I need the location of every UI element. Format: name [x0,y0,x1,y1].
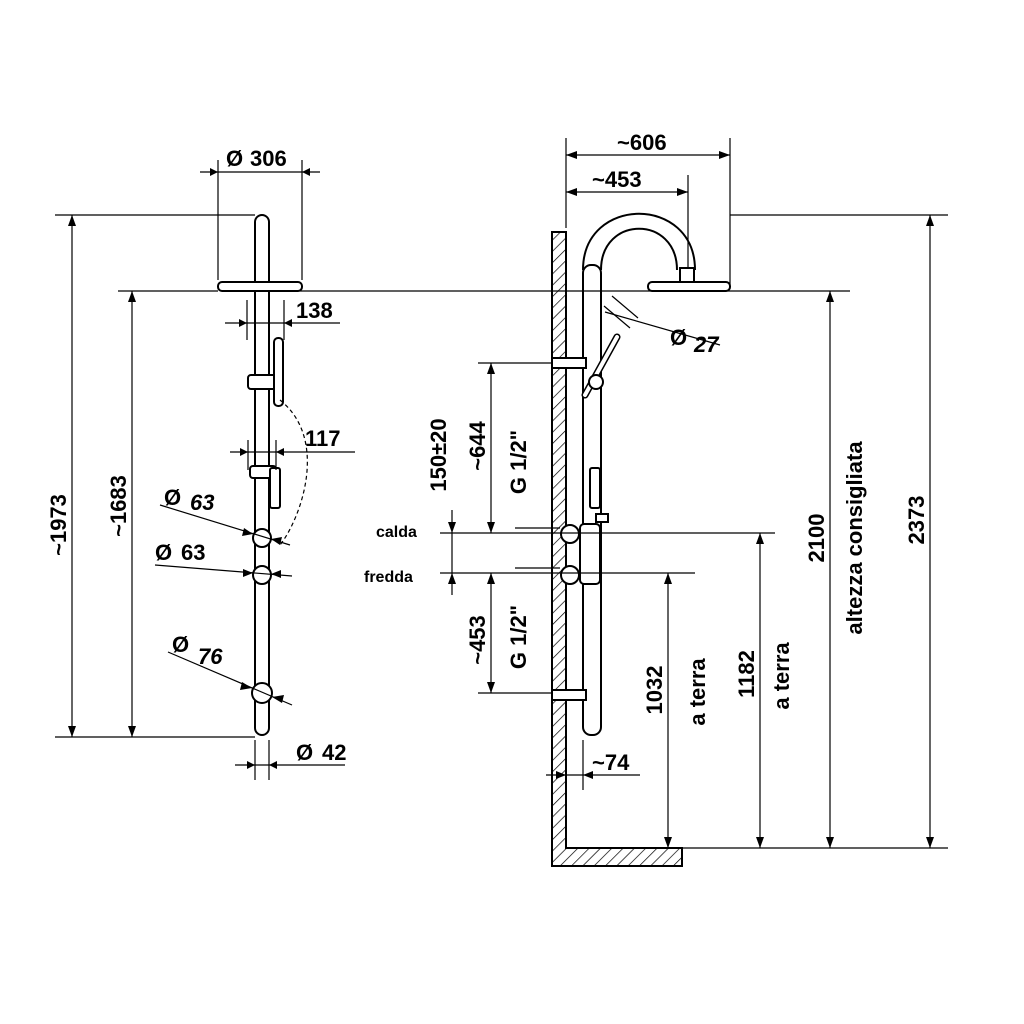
front-hand-shower-holder [247,374,277,390]
wall-bracket-top [551,357,587,369]
dim-150: 150±20 [426,418,451,491]
diameter-symbol: Ø [164,485,181,510]
diameter-symbol: Ø [670,325,687,350]
dim-306: 306 [250,146,287,171]
side-arm [582,212,696,271]
dim-74: ~74 [592,750,630,775]
dim-453-top: ~453 [592,167,642,192]
dim-138: 138 [296,298,333,323]
front-mixer-top [252,528,272,548]
side-view: ~606 ~453 Ø 27 150±20 ~644 G 1/2" ca [291,130,948,867]
dim-63-top: 63 [190,490,214,515]
dim-2100: 2100 [804,514,829,563]
dim-1182: 1182 [734,650,759,698]
side-mixer-body [579,523,601,585]
dim-644: ~644 [465,420,490,470]
front-mixer-bottom [252,565,272,585]
label-fredda: fredda [364,569,413,586]
label-a-terra-2: a terra [769,642,794,710]
label-calda: calda [376,524,417,541]
dim-27: 27 [693,332,720,357]
diameter-symbol: Ø [155,540,172,565]
diameter-symbol: Ø [172,632,189,657]
side-head-connector [679,267,695,283]
front-view: Ø 306 ~1973 ~1683 138 117 Ø 63 [46,146,355,780]
wall-bracket-bottom [551,689,587,701]
diameter-symbol: Ø [296,740,313,765]
front-diverter [251,682,273,704]
side-valve-cold [560,565,580,585]
front-valve-block [269,467,281,509]
dim-453-vert: ~453 [465,615,490,665]
side-valve-hot [560,524,580,544]
dim-63-bottom: 63 [181,540,205,565]
diameter-symbol: Ø [226,146,243,171]
side-arm-inner [600,227,678,271]
g-half-top: G 1/2" [506,430,531,494]
side-holder [588,374,604,390]
dim-42: 42 [322,740,346,765]
side-shower-head [647,281,731,292]
dim-1683: ~1683 [106,475,131,537]
side-mid-fitting [589,467,601,509]
dim-1032: 1032 [642,666,667,715]
dim-2373: 2373 [904,496,929,545]
front-hand-shower [273,337,284,407]
dim-76: 76 [198,644,223,669]
front-hose [279,399,308,546]
side-slide [595,513,609,523]
g-half-bottom: G 1/2" [506,605,531,669]
dim-117: 117 [305,426,341,451]
dim-606: ~606 [617,130,667,155]
dim-1973: ~1973 [46,494,71,556]
label-altezza-consigliata: altezza consigliata [842,441,867,635]
label-a-terra-1: a terra [685,658,710,726]
front-shower-head [217,281,303,292]
